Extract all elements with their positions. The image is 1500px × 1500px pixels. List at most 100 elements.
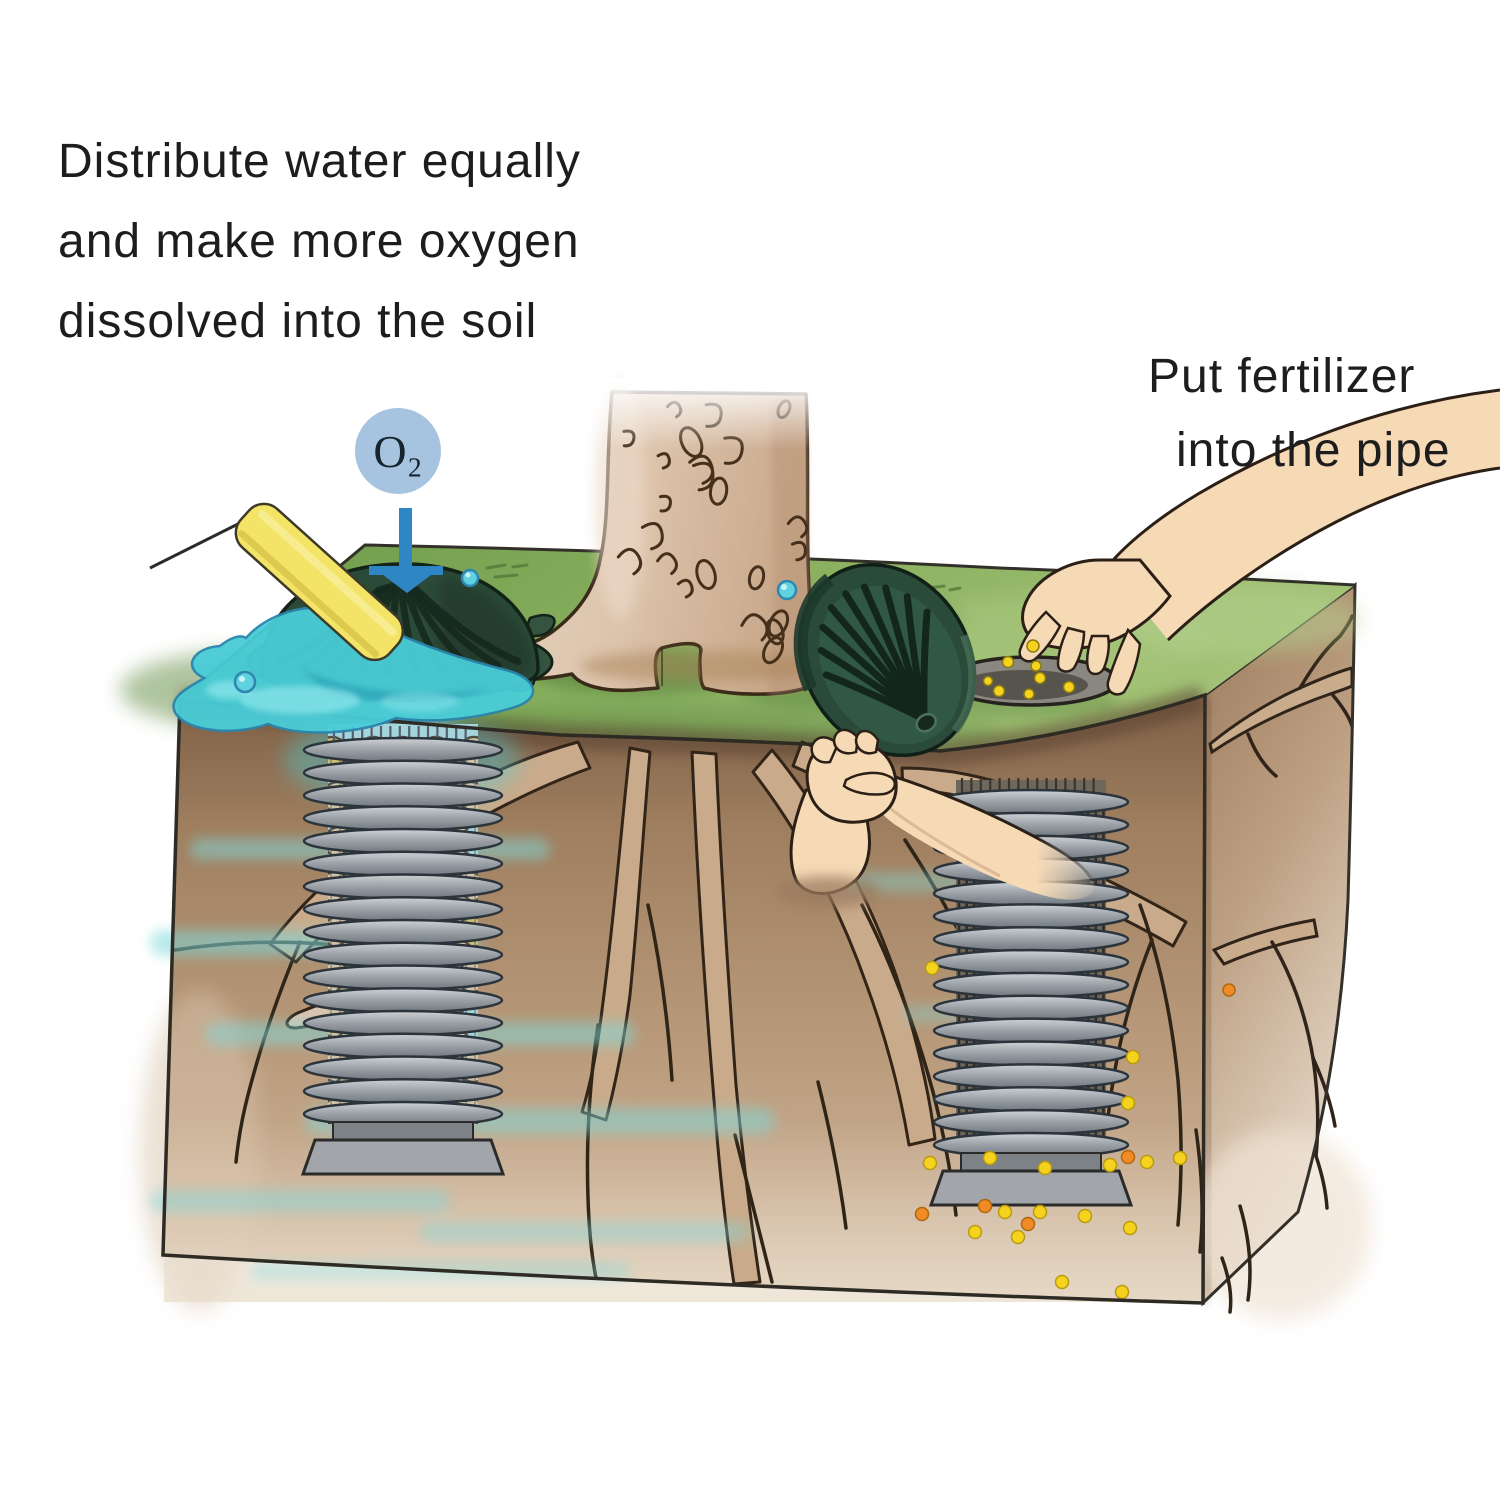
fertilizer-pellet — [1102, 1157, 1118, 1173]
sprinkling-hand — [1018, 388, 1500, 696]
fertilizer-pellet — [1077, 1208, 1093, 1224]
bark-mark — [656, 552, 678, 576]
pipe-ring — [932, 971, 1130, 999]
fertilizer-pellet — [1139, 1154, 1155, 1170]
caption-put-fertilizer: Put fertilizer into the pipe — [1148, 340, 1451, 488]
pipe-ring — [302, 964, 504, 991]
cap-vent-hole — [915, 712, 937, 733]
o2-label: O₂ — [373, 426, 422, 477]
removed-cap — [793, 562, 977, 758]
bark-mark — [676, 578, 694, 599]
pipe-ring — [932, 1040, 1130, 1067]
bark-mark — [747, 565, 766, 591]
bark-mark — [695, 558, 717, 591]
bark-mark — [790, 540, 807, 562]
pellets-on-hole — [982, 655, 1076, 700]
caption-line: Distribute water equally — [58, 135, 581, 188]
o2-arrow-shaft — [399, 508, 412, 568]
pipe-ring — [932, 925, 1130, 953]
pipe-ring — [302, 918, 504, 946]
bark-mark — [688, 454, 715, 485]
bark-mark — [765, 618, 785, 646]
tree-stump — [473, 378, 884, 696]
holding-hand — [776, 728, 1095, 908]
pipe-ring — [302, 1055, 504, 1082]
pipe-ring — [302, 782, 504, 809]
fertilizer-pellet — [967, 1224, 983, 1240]
pipe-ring — [932, 1063, 1130, 1090]
fertilizer-pellet — [914, 1206, 930, 1222]
pipe-ring — [932, 1017, 1130, 1044]
pipe-ring — [302, 805, 504, 832]
watering-hose — [149, 502, 405, 662]
pipe-ring — [932, 903, 1130, 930]
fertilizer-pellet — [1054, 1274, 1070, 1290]
cap-rib — [920, 608, 931, 723]
water-streak — [150, 1190, 450, 1212]
pipe-ring — [932, 1086, 1130, 1113]
fertilizer-pellet — [1172, 1150, 1188, 1166]
fertilizer-pellet — [1222, 983, 1236, 997]
pipe-ring — [302, 941, 504, 968]
fertilizer-pellet — [1032, 1204, 1048, 1220]
gripping-fingers — [810, 728, 896, 796]
pipe-ring — [302, 1078, 504, 1105]
caption-line: dissolved into the soil — [58, 295, 538, 348]
fertilizer-pellets — [914, 960, 1188, 1300]
falling-pellets — [1026, 639, 1042, 672]
pipe-ring — [302, 896, 504, 923]
bark-mark — [640, 521, 664, 551]
pipe-ring — [932, 994, 1130, 1022]
block-outline — [161, 692, 1207, 1305]
pipe-base-plate — [928, 1169, 1134, 1207]
fertilizer-pellet — [1010, 1229, 1026, 1245]
cap-ribs — [817, 583, 931, 723]
fertilizer-pellet — [1122, 1220, 1138, 1236]
fertilizer-pellet — [1114, 1284, 1130, 1300]
o2-arrow-bar — [369, 566, 443, 575]
fertilizer-pellet — [924, 960, 940, 976]
pipe-ring — [932, 1108, 1130, 1136]
caption-line: and make more oxygen — [58, 215, 580, 268]
fertilizer-pellet — [977, 1198, 993, 1214]
left-perforated-pipe — [300, 724, 506, 1176]
fertilizer-pellet — [997, 1204, 1013, 1220]
fertilizer-pellet — [982, 1150, 998, 1166]
pipe-ring — [302, 736, 504, 764]
fertilizer-pellet — [1037, 1160, 1053, 1176]
pipe-ring — [302, 1009, 504, 1037]
caption-distribute-water: Distribute water equally and make more o… — [58, 122, 581, 362]
pipe-ring — [302, 987, 504, 1014]
o2-annotation: O₂ — [355, 408, 443, 593]
pipe-ring — [302, 873, 504, 900]
water-splash — [172, 568, 798, 734]
pipe-ring — [302, 827, 504, 855]
pipe-ring — [932, 948, 1130, 976]
water-droplets — [233, 568, 798, 694]
pipe-ring — [302, 1032, 504, 1059]
block-right-face — [1192, 582, 1372, 1320]
fertilizer-pellet — [1120, 1095, 1136, 1111]
caption-line: Put fertilizer — [1148, 350, 1416, 403]
bark-mark — [708, 476, 729, 506]
pipe-base-neck — [960, 1152, 1102, 1172]
bark-mark — [616, 547, 643, 576]
caption-line: into the pipe — [1176, 424, 1451, 477]
water-streak — [420, 1222, 750, 1242]
pipe-base-neck — [332, 1121, 474, 1141]
fertilizer-pellet — [922, 1155, 938, 1171]
fertilizer-pellet — [1125, 1049, 1141, 1065]
hose-outline-stroke — [149, 520, 243, 570]
pipe-base-plate — [300, 1138, 506, 1176]
o2-badge — [355, 408, 441, 494]
bark-mark — [658, 494, 672, 513]
fertilizer-pellet — [1120, 1149, 1136, 1165]
bark-mark — [786, 515, 809, 539]
bark-mark — [762, 636, 785, 665]
fertilizer-pellet — [1020, 1216, 1036, 1232]
pipe-ring — [302, 850, 504, 877]
o2-arrow-head — [383, 575, 431, 593]
bark-mark — [656, 452, 671, 470]
